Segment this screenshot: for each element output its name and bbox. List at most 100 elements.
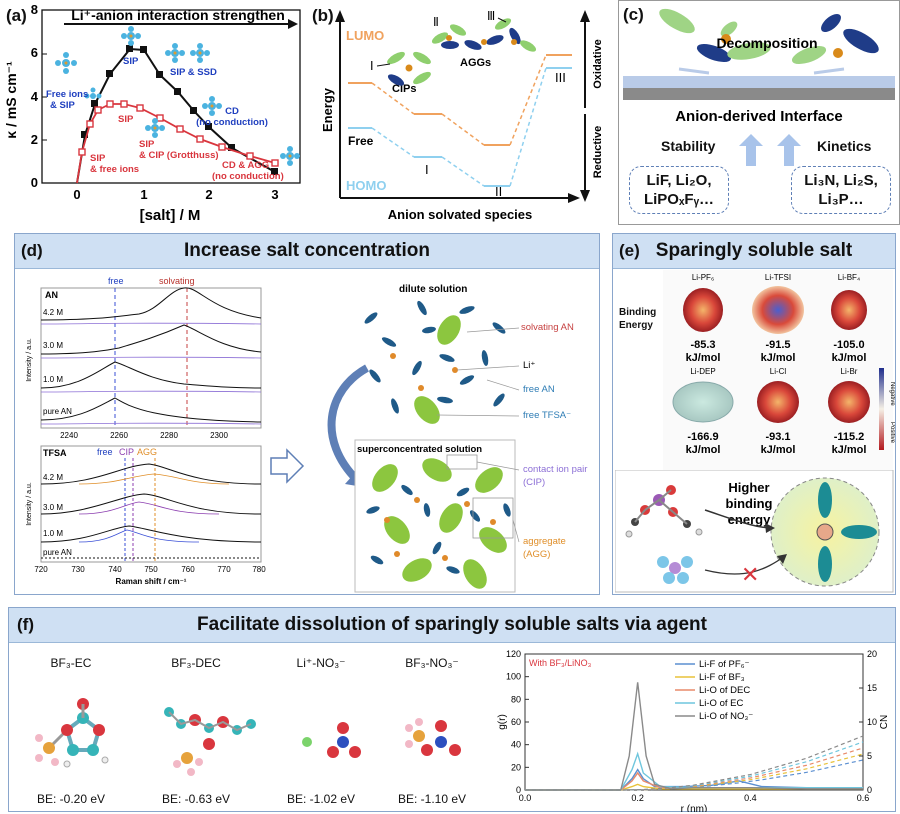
- svg-text:& free ions: & free ions: [90, 164, 139, 175]
- tick-770: 770: [217, 565, 231, 574]
- negative-label: Negative: [889, 382, 895, 406]
- annot-free-ions: Free ions: [46, 89, 88, 100]
- dep-molecule-icon: [625, 485, 703, 538]
- svg-text:Ⅰ: Ⅰ: [370, 59, 374, 73]
- oxidative-label: Oxidative: [592, 39, 604, 89]
- tick-2260: 2260: [110, 431, 128, 440]
- stability-products-box: LiF, Li₂O, LiPOₓFᵧ…: [629, 166, 729, 214]
- rdf-annotation: With BF₃/LiNO₃: [529, 658, 592, 668]
- panel-b-label: (b): [312, 6, 334, 25]
- roman-1: I: [425, 162, 429, 177]
- be-tfsi: -91.5: [765, 339, 790, 351]
- kinetics-products-line2: Li₃P…: [818, 191, 864, 208]
- rdf-ytick-label: 20: [511, 762, 521, 772]
- be-br: -115.2: [834, 431, 865, 443]
- svg-text:0: 0: [31, 175, 38, 190]
- roman-3: III: [555, 70, 566, 85]
- solvating-an-label: solvating AN: [521, 322, 574, 333]
- y-axis-label: κ / mS cm⁻¹: [3, 61, 19, 139]
- rdf-cn-4: [525, 735, 864, 791]
- panel-e-title: Sparingly soluble salt: [655, 240, 853, 261]
- conc-bot-pure: pure AN: [43, 548, 72, 557]
- free-tfsa-label: free TFSA⁻: [523, 410, 571, 421]
- tick-2240: 2240: [60, 431, 78, 440]
- rdf-ytick-label: 60: [511, 717, 521, 727]
- salt-name-tfsi: Li-TFSI: [765, 273, 791, 282]
- legend-label-3: Li-O of EC: [699, 698, 743, 709]
- cip-label-line1: contact ion pair: [523, 464, 587, 475]
- be-tfsi-unit: kJ/mol: [761, 352, 796, 364]
- panel-d-header: Increase salt concentration: [15, 234, 599, 269]
- cip-label-line2: (CIP): [523, 477, 545, 488]
- mol-name-bf3-ec: BF₃-EC: [50, 656, 92, 670]
- stability-products-line2: LiPOₓFᵧ…: [643, 191, 715, 208]
- higher-binding-line1: Higher: [728, 480, 769, 495]
- panel-f: Facilitate dissolution of sparingly solu…: [8, 607, 896, 812]
- rdf-ytick-label: 120: [506, 649, 521, 659]
- pf6-esp-icon: [683, 288, 723, 332]
- conc-bot-42: 4.2 M: [43, 473, 63, 482]
- mol-be-bf3-no3: BE: -1.10 eV: [397, 792, 467, 806]
- rdf-ylabel: g(r): [497, 714, 508, 730]
- conc-bot-10: 1.0 M: [43, 529, 63, 538]
- tick-760: 760: [181, 565, 195, 574]
- rdf-series-4: [525, 682, 863, 791]
- rdf-xlabel: r (nm): [681, 804, 708, 812]
- salt-name-pf6: Li-PF₆: [692, 273, 714, 282]
- raman-spectra: AN free solvating 4.2 M 3.0 M 1.0 M pure…: [26, 276, 266, 586]
- annot-sip-red: SIP: [118, 114, 134, 125]
- bf3-dec-icon: [164, 707, 256, 776]
- dep-esp-icon: [672, 381, 734, 423]
- svg-text:1: 1: [140, 187, 147, 202]
- be-br-unit: kJ/mol: [832, 444, 867, 456]
- svg-text:3: 3: [271, 187, 278, 202]
- bf4-molecule-icon: [657, 556, 693, 584]
- panel-d-label: (d): [21, 241, 43, 260]
- svg-text:& SIP: & SIP: [50, 100, 75, 111]
- tick-780: 780: [252, 565, 266, 574]
- conc-bot-30: 3.0 M: [43, 503, 63, 512]
- rdf-y2tick-label: 0: [867, 785, 872, 795]
- tick-750: 750: [144, 565, 158, 574]
- rdf-ytick-label: 80: [511, 694, 521, 704]
- panel-b: (b) Energy Anion solvated species LUMO H…: [310, 0, 615, 225]
- be-cl-unit: kJ/mol: [761, 444, 796, 456]
- salt-name-cl: Li-Cl: [770, 367, 787, 376]
- kinetics-products-box: Li₃N, Li₂S, Li₃P…: [791, 166, 891, 214]
- svg-text:CD: CD: [225, 106, 239, 117]
- solution-schematics: dilute solution solvating AN Li⁺ free AN…: [270, 284, 587, 593]
- agg-peak-label: AGG: [137, 447, 157, 457]
- rdf-ytick-label: 100: [506, 672, 521, 682]
- mol-be-li-no3: BE: -1.02 eV: [286, 792, 356, 806]
- superconc-title: superconcentrated solution: [357, 444, 482, 455]
- tick-2280: 2280: [160, 431, 178, 440]
- free-peak-label: free: [108, 276, 124, 286]
- esp-color-scale: [879, 368, 884, 450]
- svg-text:2: 2: [205, 187, 212, 202]
- svg-text:2: 2: [31, 132, 38, 147]
- higher-binding-line3: energy: [728, 512, 771, 527]
- svg-text:4: 4: [31, 89, 39, 104]
- svg-text:& CIP (Grotthuss): & CIP (Grotthuss): [139, 150, 219, 161]
- mol-name-bf3-no3: BF₃-NO₃⁻: [405, 656, 459, 670]
- panel-f-label: (f): [17, 615, 34, 634]
- panel-f-header: Facilitate dissolution of sparingly solu…: [9, 608, 895, 643]
- mol-name-li-no3: Li⁺-NO₃⁻: [296, 656, 346, 670]
- svg-text:Ⅲ: Ⅲ: [487, 9, 495, 23]
- solvating-peak-label: solvating: [159, 276, 195, 286]
- rdf-xtick-label: 0.2: [631, 793, 644, 803]
- tfsi-esp-icon: [752, 286, 804, 334]
- bf3-ec-icon: [35, 698, 109, 768]
- svg-text:0: 0: [73, 187, 80, 202]
- be-dep-unit: kJ/mol: [686, 444, 721, 456]
- rdf-y2tick-label: 10: [867, 717, 877, 727]
- legend-label-1: Li-F of BF₃: [699, 672, 745, 683]
- panel-e: Sparingly soluble salt (e) Binding Energ…: [612, 233, 896, 595]
- rdf-y2tick-label: 5: [867, 751, 872, 761]
- panel-c: (c) Decomposition Anion-derived Interfac…: [618, 0, 900, 225]
- roman-2: II: [495, 184, 502, 199]
- agg-label-line2: (AGG): [523, 549, 550, 560]
- legend-label-2: Li-O of DEC: [699, 685, 750, 696]
- annot-sip-top: SIP: [123, 56, 139, 67]
